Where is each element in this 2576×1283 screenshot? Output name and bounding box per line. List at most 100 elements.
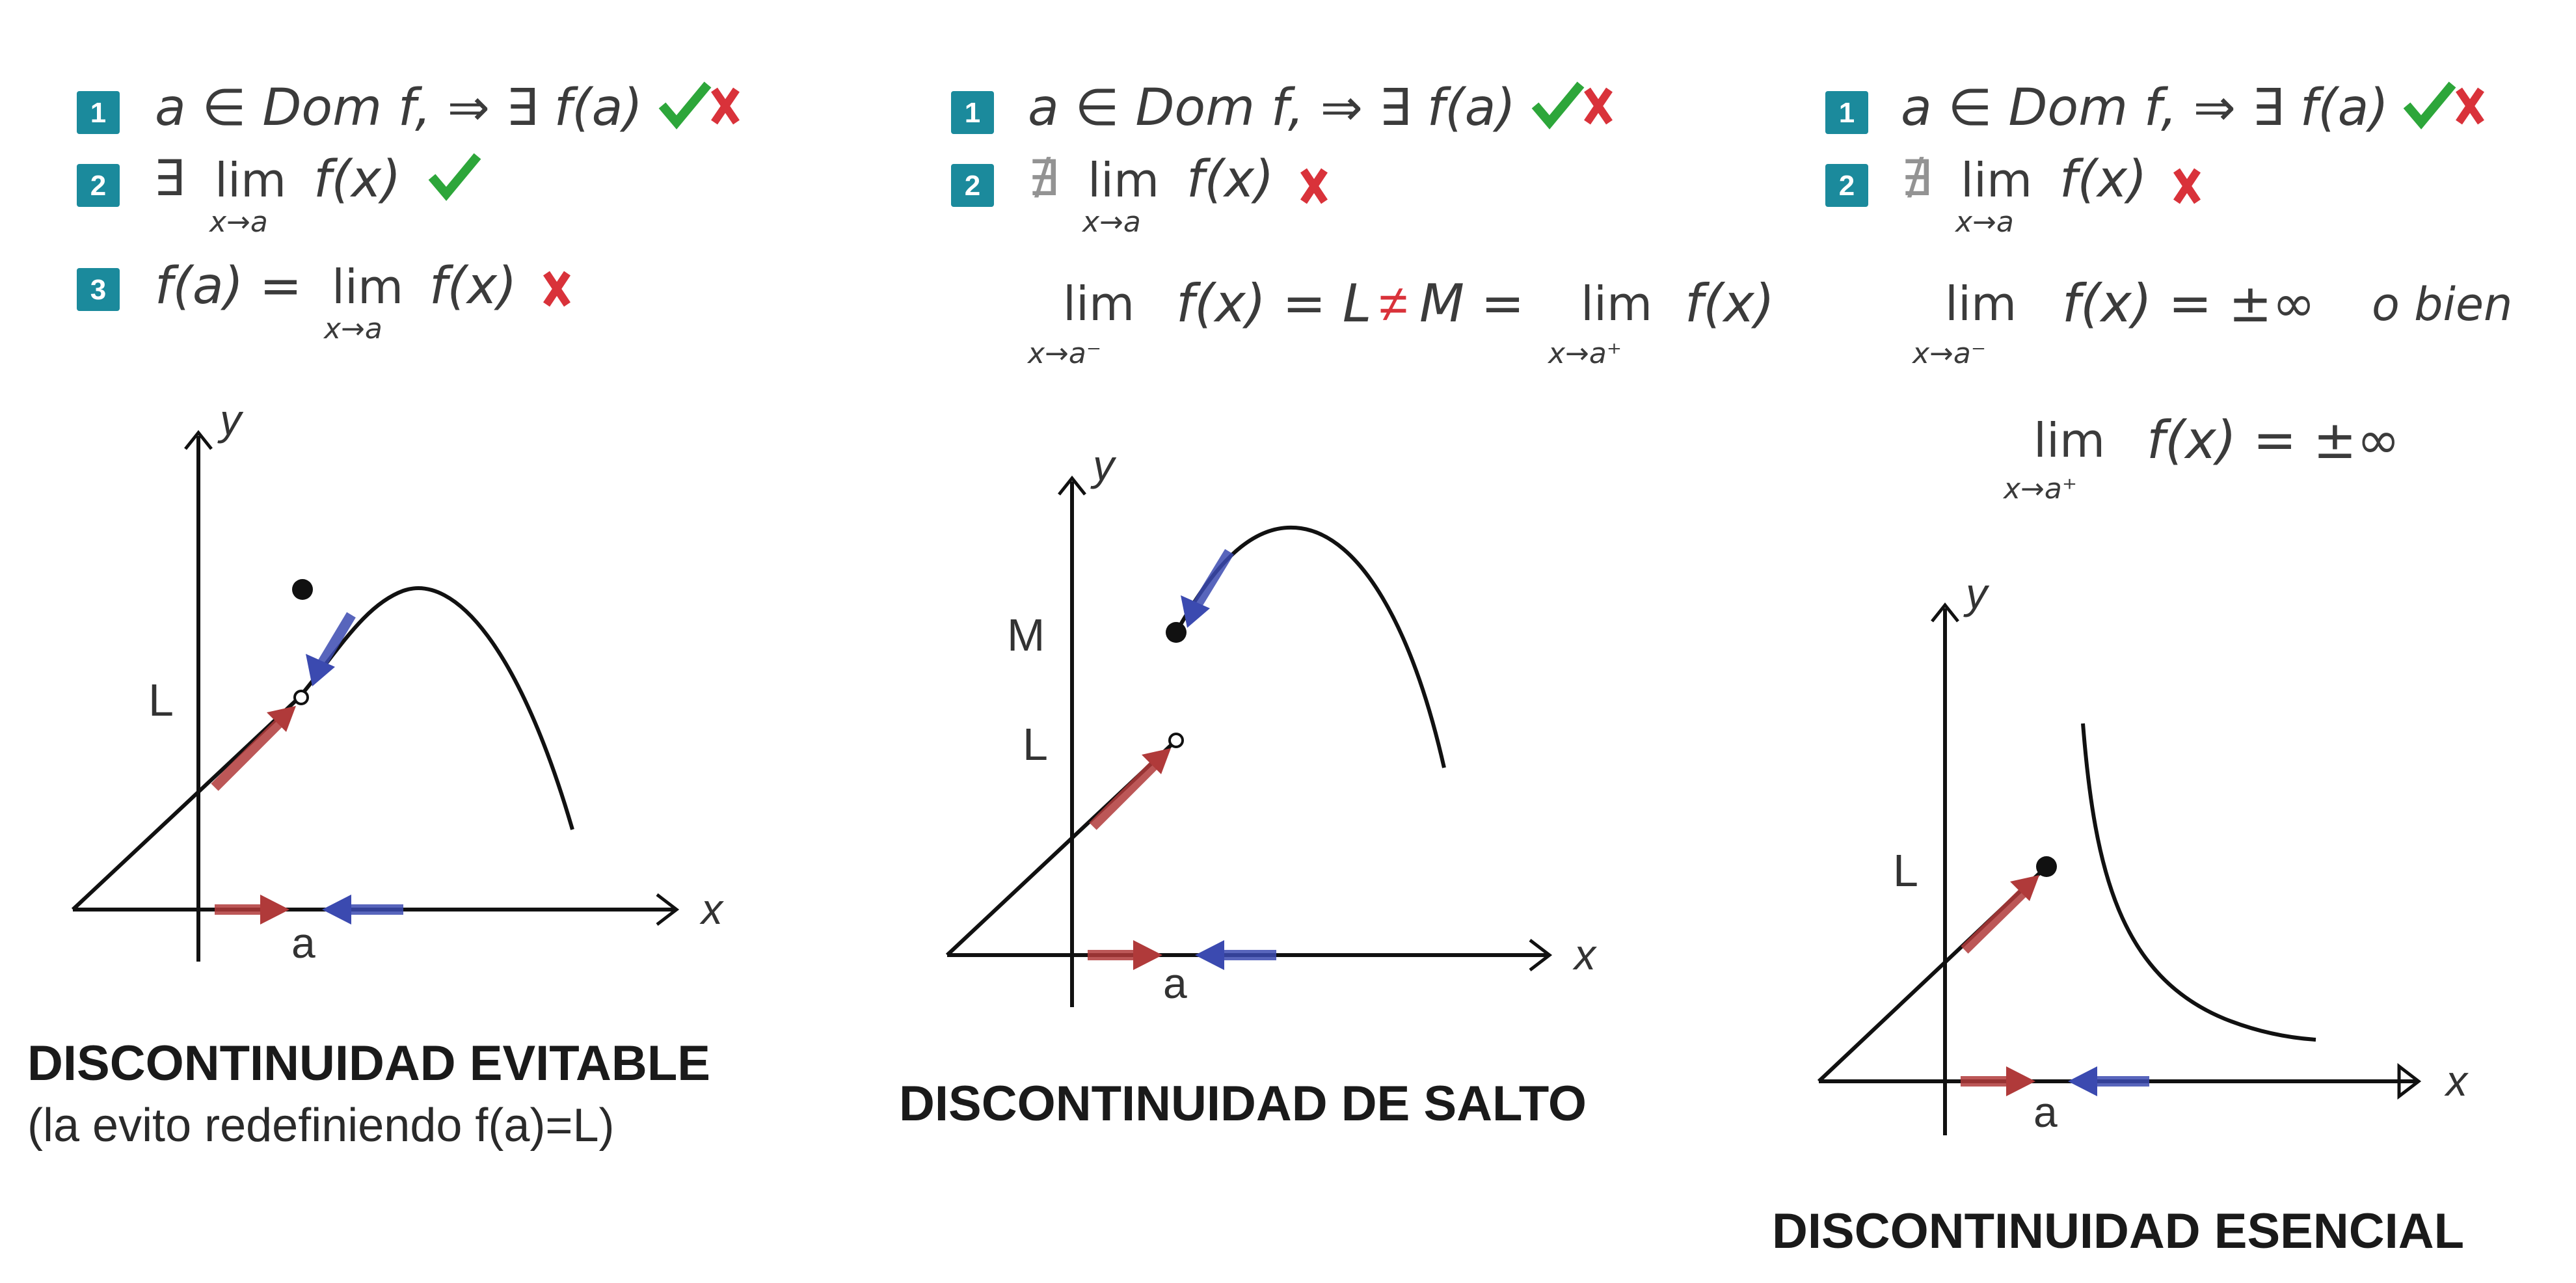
asymptotic-branch <box>2081 723 2316 1042</box>
lim-subscript: x→a <box>323 312 382 345</box>
function-expr: f(x) <box>429 257 517 316</box>
or-text: o bien <box>2372 278 2512 331</box>
condition-2: 2 ∄ lim x→a f(x) <box>951 149 1328 239</box>
cross-icon <box>1584 87 1613 125</box>
condition-text: a ∈ Dom f, ⇒ ∃ f(a) <box>1901 79 2389 137</box>
L-label: L <box>1023 719 1048 770</box>
badge-number: 2 <box>90 170 106 202</box>
y-axis-label: y <box>1090 441 1117 489</box>
x-right-arrowhead <box>322 895 351 925</box>
x-axis-arrowhead <box>2397 1062 2422 1100</box>
right-approach-arrowhead <box>1181 595 1210 628</box>
left-limit-value: f(x) = ±∞ <box>2062 273 2316 334</box>
lim-left-subscript: x→a⁻ <box>1026 337 1101 370</box>
right-approach-arrow <box>1192 548 1234 608</box>
closed-point-M <box>1166 622 1187 643</box>
x-axis-arrowhead <box>656 893 680 926</box>
condition-2: 2 ∄ lim x→a f(x) <box>1825 149 2201 239</box>
endpoint <box>2036 856 2057 877</box>
lim-subscript: x→a <box>1081 206 1141 239</box>
condition-1: 1 a ∈ Dom f, ⇒ ∃ f(a) <box>951 79 1613 137</box>
left-approach-arrowhead <box>1142 748 1171 774</box>
y-axis-label: y <box>1963 569 1990 617</box>
panel-salto: 1 a ∈ Dom f, ⇒ ∃ f(a) 2 ∄ lim x→a f(x) l… <box>899 79 1775 1131</box>
not-exists-symbol: ∄ <box>1901 149 1932 207</box>
right-approach-arrowhead <box>306 654 335 686</box>
left-approach-arrow <box>1961 882 2033 954</box>
panel-subtitle: (la evito redefiniendo f(a)=L) <box>27 1100 615 1152</box>
panel-esencial: 1 a ∈ Dom f, ⇒ ∃ f(a) 2 ∄ lim x→a f(x) l… <box>1772 79 2512 1259</box>
L-label: L <box>148 675 174 725</box>
x-right-arrowhead <box>2068 1066 2097 1096</box>
badge-2 <box>951 164 994 207</box>
badge-2 <box>77 164 120 207</box>
x-axis-label: x <box>699 885 724 933</box>
panel-evitable: 1 a ∈ Dom f, ⇒ ∃ f(a) 2 ∃ lim x→a f(x) 3… <box>27 79 740 1152</box>
y-axis-arrowhead <box>1058 475 1086 496</box>
open-point-L <box>1168 733 1184 748</box>
x-left-arrowhead <box>260 895 289 925</box>
lim-label: lim <box>1961 153 2032 208</box>
x-axis-label: x <box>1572 930 1597 979</box>
a-label: a <box>2033 1088 2058 1136</box>
badge-1 <box>951 91 994 134</box>
badge-1 <box>1825 91 1868 134</box>
panel-title: DISCONTINUIDAD ESENCIAL <box>1772 1204 2464 1259</box>
lim-right-subscript: x→a⁺ <box>1547 337 1622 370</box>
badge-number: 1 <box>1839 97 1855 129</box>
left-approach-arrowhead <box>267 706 296 732</box>
cross-icon <box>1300 168 1328 204</box>
badge-2 <box>1825 164 1868 207</box>
y-axis-arrowhead <box>184 429 213 450</box>
badge-number: 1 <box>90 97 106 129</box>
badge-number: 2 <box>965 170 980 202</box>
lim-left-label: lim <box>1945 277 2017 331</box>
M-label: M <box>1007 610 1045 660</box>
badge-number: 2 <box>1839 170 1855 202</box>
right-limit-equation: lim x→a⁺ f(x) = ±∞ <box>2002 410 2400 506</box>
right-approach-arrow <box>317 612 356 667</box>
cross-icon <box>2456 87 2484 125</box>
a-label: a <box>291 919 315 967</box>
x-right-arrowhead <box>1195 940 1224 970</box>
condition-prefix: f(a) = <box>155 257 302 316</box>
right-limit-value: M = <box>1419 273 1524 334</box>
left-limit-equation: lim x→a⁻ f(x) = ±∞ o bien <box>1911 273 2512 370</box>
cross-icon <box>543 271 570 307</box>
function-expr: f(x) <box>314 150 401 209</box>
left-approach-arrowhead <box>2010 875 2039 901</box>
condition-2: 2 ∃ lim x→a f(x) <box>77 149 481 239</box>
exists-symbol: ∃ <box>154 149 185 207</box>
badge-3 <box>77 268 120 311</box>
x-axis-label: x <box>2444 1057 2469 1105</box>
check-icon <box>2403 81 2456 129</box>
isolated-point <box>292 579 313 600</box>
left-approach-arrow <box>1089 754 1165 830</box>
one-sided-equation: lim x→a⁻ f(x) = L ≠ M = lim x→a⁺ f(x) <box>1026 273 1775 370</box>
cross-icon <box>711 87 740 125</box>
x-left-arrowhead <box>1133 940 1162 970</box>
x-axis-arrowhead <box>1529 939 1553 971</box>
panel-title: DISCONTINUIDAD DE SALTO <box>899 1076 1587 1131</box>
x-left-arrowhead <box>2006 1066 2035 1096</box>
check-icon <box>428 153 481 201</box>
right-limit-value: f(x) = ±∞ <box>2147 410 2400 470</box>
graph-salto: y x a M L <box>945 441 1597 1007</box>
y-axis-arrowhead <box>1931 602 1959 623</box>
left-approach-arrow <box>211 712 290 791</box>
condition-text: a ∈ Dom f, ⇒ ∃ f(a) <box>1028 79 1516 137</box>
left-limit-value: f(x) = L <box>1176 273 1371 334</box>
lim-right-label: lim <box>2033 413 2105 468</box>
panel-title: DISCONTINUIDAD EVITABLE <box>27 1036 710 1091</box>
badge-number: 3 <box>90 274 106 306</box>
badge-1 <box>77 91 120 134</box>
graph-esencial: y x a L <box>1817 569 2469 1136</box>
condition-1: 1 a ∈ Dom f, ⇒ ∃ f(a) <box>77 79 740 137</box>
check-icon <box>658 81 712 129</box>
lim-label: lim <box>1088 153 1159 208</box>
function-expr: f(x) <box>2059 150 2147 209</box>
cross-icon <box>2173 168 2201 204</box>
lim-label: lim <box>215 153 286 208</box>
